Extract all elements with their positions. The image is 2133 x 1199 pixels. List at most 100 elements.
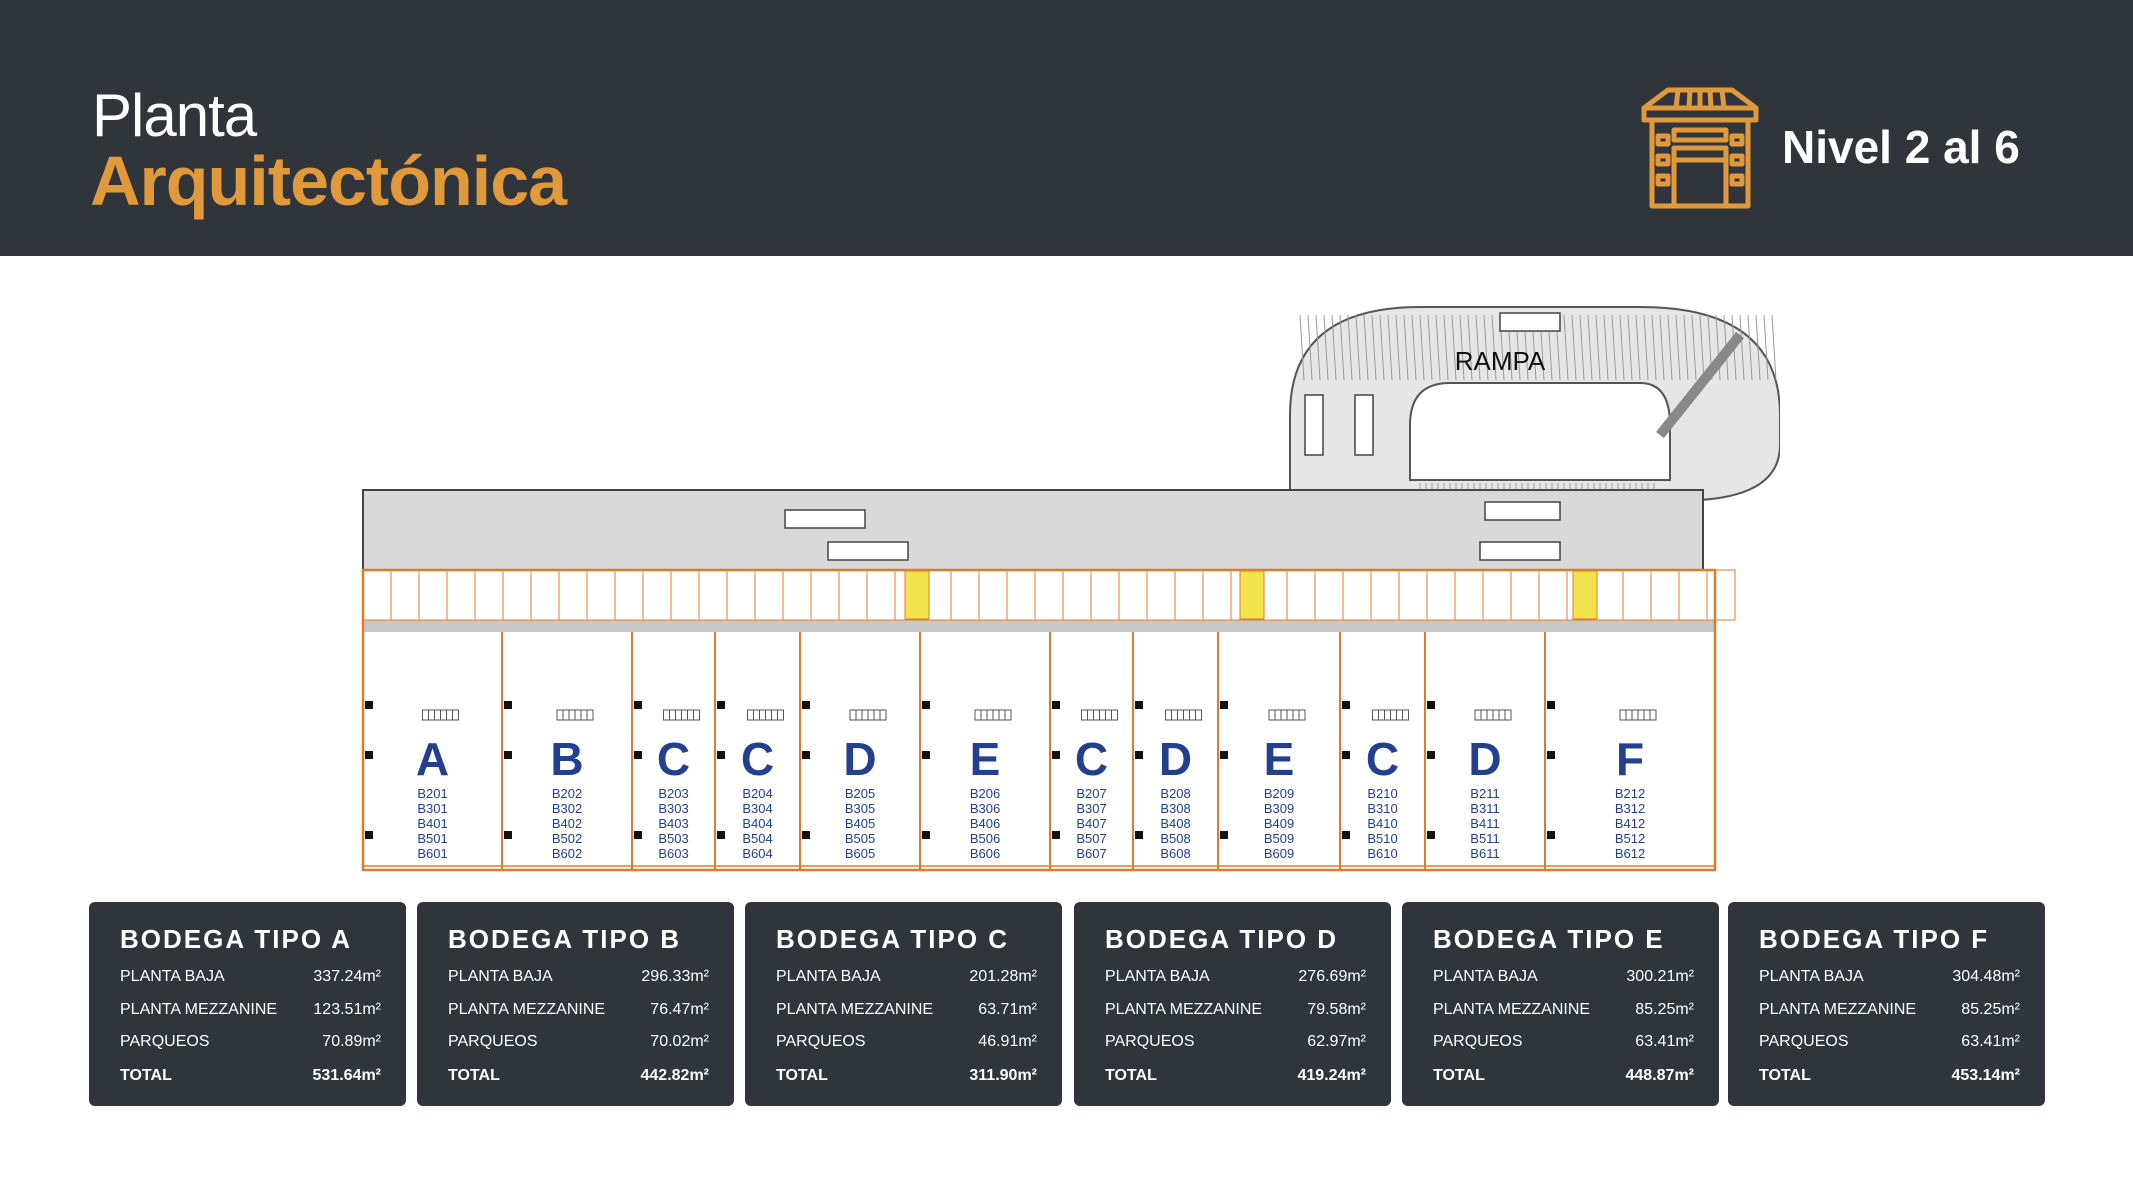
unit-code: B308 xyxy=(1160,801,1190,816)
unit-code: B211 xyxy=(1470,786,1499,801)
unit-code: B404 xyxy=(742,816,772,831)
row-value: 448.87m² xyxy=(1625,1067,1695,1084)
unit-code: B410 xyxy=(1367,816,1397,831)
unit-code: B401 xyxy=(417,816,447,831)
row-label: TOTAL xyxy=(776,1067,828,1084)
unit-code: B605 xyxy=(845,846,875,861)
unit-code: B312 xyxy=(1615,801,1645,816)
row-value: 70.89m² xyxy=(322,1033,381,1050)
row-value: 63.41m² xyxy=(1961,1033,2020,1050)
unit-code: B202 xyxy=(552,786,582,801)
card-row: PLANTA MEZZANINE 85.25m² xyxy=(1759,1001,2020,1021)
card-row: PLANTA BAJA 337.24m² xyxy=(120,968,381,988)
row-label: PLANTA MEZZANINE xyxy=(1759,1001,1917,1018)
unit-letter: B xyxy=(550,733,583,785)
row-value: 337.24m² xyxy=(313,968,381,985)
row-label: PLANTA MEZZANINE xyxy=(120,1001,278,1018)
unit-code: B307 xyxy=(1076,801,1106,816)
unit-type-card: BODEGA TIPO A PLANTA BAJA 337.24m² PLANTA M… xyxy=(89,902,406,1106)
row-label: PLANTA BAJA xyxy=(448,968,553,985)
row-label: TOTAL xyxy=(1759,1067,1811,1084)
row-value: 85.25m² xyxy=(1635,1001,1694,1018)
row-value: 79.58m² xyxy=(1307,1001,1366,1018)
card-row: TOTAL 448.87m² xyxy=(1433,1067,1694,1087)
unit-letter: C xyxy=(657,733,690,785)
unit-code: B208 xyxy=(1160,786,1190,801)
row-value: 46.91m² xyxy=(978,1033,1037,1050)
unit-code: B505 xyxy=(845,831,875,846)
row-value: 85.25m² xyxy=(1961,1001,2020,1018)
driveway xyxy=(362,489,1704,571)
unit-code: B206 xyxy=(970,786,1000,801)
header-bar: Planta Arquitectónica Nivel 2 al 6 xyxy=(0,0,2133,256)
row-value: 123.51m² xyxy=(313,1001,381,1018)
unit-code: B209 xyxy=(1264,786,1294,801)
level-label: Nivel 2 al 6 xyxy=(1782,121,2020,173)
row-label: PLANTA BAJA xyxy=(120,968,225,985)
unit-code: B507 xyxy=(1076,831,1106,846)
row-label: PLANTA MEZZANINE xyxy=(448,1001,606,1018)
page-title-line1: Planta xyxy=(92,82,257,149)
row-value: 63.41m² xyxy=(1635,1033,1694,1050)
unit-code: B405 xyxy=(845,816,875,831)
unit-code: B407 xyxy=(1076,816,1106,831)
row-value: 276.69m² xyxy=(1298,968,1366,985)
unit-type-card: BODEGA TIPO F PLANTA BAJA 304.48m² PLANTA M… xyxy=(1728,902,2045,1106)
floor-plan: RAMPA AB201B301B401B501B601BB202B302B402… xyxy=(361,306,1780,872)
unit-code: B408 xyxy=(1160,816,1190,831)
card-title: BODEGA TIPO D xyxy=(1105,924,1339,954)
unit-letter: C xyxy=(1075,733,1108,785)
unit-code: B609 xyxy=(1264,846,1294,861)
unit-letter: D xyxy=(843,733,876,785)
card-row: PARQUEOS 63.41m² xyxy=(1759,1033,2020,1053)
row-value: 419.24m² xyxy=(1297,1067,1367,1084)
row-label: PLANTA MEZZANINE xyxy=(776,1001,934,1018)
ramp-area: RAMPA xyxy=(1289,306,1780,501)
unit-code: B506 xyxy=(970,831,1000,846)
unit-code: B501 xyxy=(417,831,447,846)
row-label: PARQUEOS xyxy=(120,1033,210,1050)
unit-code: B601 xyxy=(417,846,447,861)
unit-code: B511 xyxy=(1470,831,1499,846)
warehouse-icon xyxy=(1641,87,1759,209)
unit-letter: E xyxy=(970,733,1001,785)
card-title: BODEGA TIPO C xyxy=(776,924,1010,954)
unit-code: B409 xyxy=(1264,816,1294,831)
unit-code: B201 xyxy=(417,786,447,801)
unit-code: B403 xyxy=(658,816,688,831)
unit-code: B309 xyxy=(1264,801,1294,816)
row-label: PARQUEOS xyxy=(1759,1033,1849,1050)
unit-row: AB201B301B401B501B601BB202B302B402B502B6… xyxy=(361,568,1717,872)
card-row: PARQUEOS 63.41m² xyxy=(1433,1033,1694,1053)
row-label: PLANTA BAJA xyxy=(1759,968,1864,985)
row-label: TOTAL xyxy=(1433,1067,1485,1084)
row-value: 63.71m² xyxy=(978,1001,1037,1018)
row-label: TOTAL xyxy=(448,1067,500,1084)
unit-code: B508 xyxy=(1160,831,1190,846)
row-label: PARQUEOS xyxy=(1433,1033,1523,1050)
unit-code: B512 xyxy=(1615,831,1645,846)
card-title: BODEGA TIPO A xyxy=(120,924,353,954)
unit-letter: C xyxy=(741,733,774,785)
unit-letter: E xyxy=(1264,733,1295,785)
row-value: 304.48m² xyxy=(1952,968,2020,985)
card-row: PARQUEOS 70.89m² xyxy=(120,1033,381,1053)
card-title: BODEGA TIPO F xyxy=(1759,924,1990,954)
unit-code: B510 xyxy=(1367,831,1397,846)
unit-code: B607 xyxy=(1076,846,1106,861)
unit-code: B606 xyxy=(970,846,1000,861)
